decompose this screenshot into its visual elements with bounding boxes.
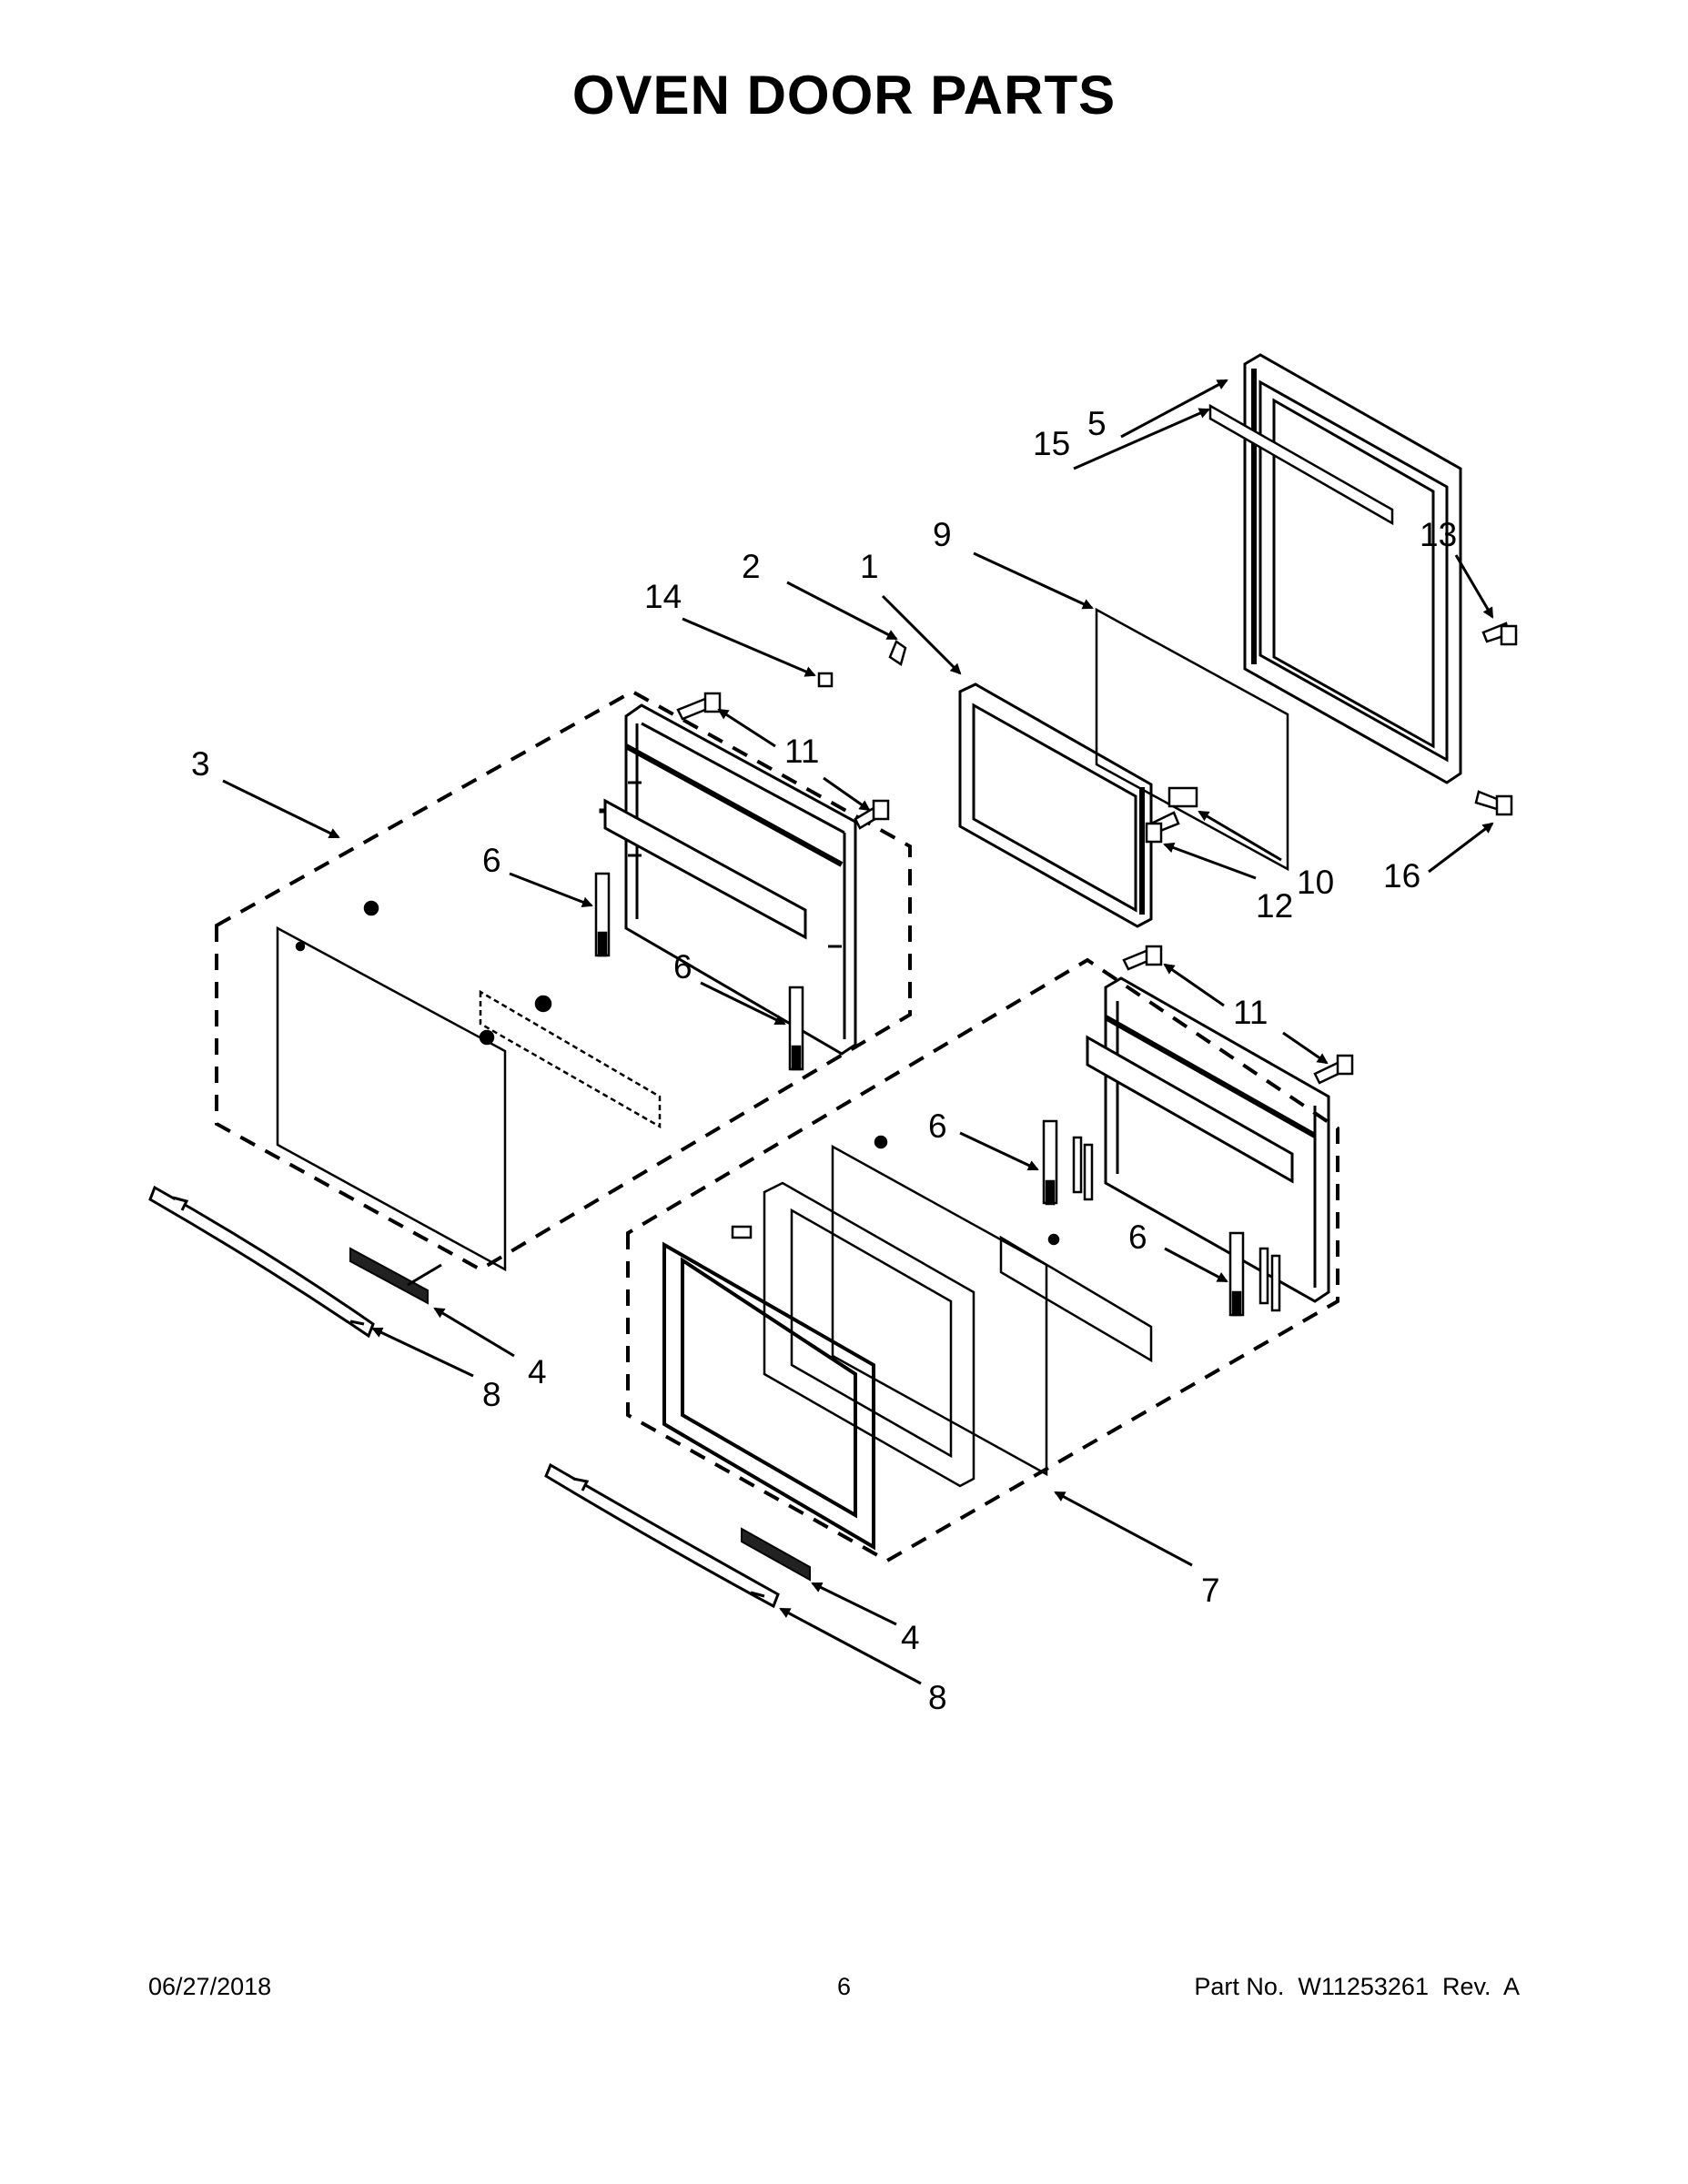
callout-6-upper-right: 6	[673, 948, 692, 986]
screw-lower-a	[1122, 945, 1163, 971]
screw-part-16	[1474, 790, 1513, 816]
handle-lower	[544, 1462, 780, 1609]
callout-13: 13	[1420, 516, 1457, 553]
outer-frame-part-5	[1243, 353, 1462, 784]
callout-5: 5	[1087, 405, 1107, 442]
inner-door-frame-upper	[599, 703, 857, 1056]
callout-9: 9	[933, 516, 952, 553]
page-title: OVEN DOOR PARTS	[571, 65, 1117, 126]
callout-6-lower-right: 6	[1128, 1218, 1147, 1256]
inner-door-frame-lower	[1086, 976, 1330, 1303]
callout-8-upper: 8	[482, 1376, 501, 1413]
callout-4-lower: 4	[901, 1619, 920, 1656]
callout-4-upper: 4	[528, 1353, 547, 1390]
footer-date: 06/27/2018	[148, 1973, 272, 2000]
outer-frame-lower	[662, 1241, 875, 1551]
inner-glass-lower	[831, 1135, 1153, 1477]
clip-part-14	[817, 672, 834, 688]
footer-part-number: Part No. W11253261 Rev. A	[1194, 1973, 1520, 2000]
screw-upper-b	[854, 799, 890, 830]
callout-14: 14	[644, 578, 682, 615]
bar-part-15	[1208, 403, 1394, 526]
inner-liner-lower	[731, 1181, 975, 1488]
badge-upper	[349, 1247, 429, 1305]
hinge-lower-left	[1042, 1119, 1094, 1206]
leader-lines	[222, 379, 1494, 1685]
callout-6-upper-left: 6	[482, 842, 501, 879]
callout-12: 12	[1256, 887, 1293, 925]
badge-lower	[741, 1527, 811, 1582]
handle-upper	[148, 1185, 375, 1339]
callout-3: 3	[191, 745, 210, 783]
door-frame-part-1	[958, 682, 1153, 928]
glass-part-9	[1095, 607, 1289, 872]
screw-part-13	[1481, 622, 1518, 646]
hinge-lower-right	[1228, 1231, 1281, 1317]
clip-part-10	[1167, 786, 1198, 808]
hinge-upper-left	[594, 872, 611, 957]
callout-1: 1	[860, 548, 879, 585]
callout-11-upper: 11	[784, 733, 819, 770]
screw-part-12	[1145, 811, 1180, 844]
callout-6-lower-left: 6	[928, 1107, 947, 1145]
screw-lower-b	[1313, 1054, 1354, 1085]
screw-upper-a	[676, 692, 722, 721]
footer-page-number: 6	[836, 1973, 852, 2000]
callout-8-lower: 8	[928, 1679, 947, 1716]
door-assembly-lower-boundary	[626, 957, 1339, 1563]
callout-10: 10	[1297, 864, 1334, 901]
outer-glass-upper	[276, 900, 662, 1272]
callout-7: 7	[1201, 1572, 1220, 1609]
callout-15: 15	[1033, 425, 1070, 462]
bracket-part-2	[888, 640, 907, 666]
callout-11-lower: 11	[1233, 994, 1268, 1031]
door-assembly-upper-boundary	[215, 689, 912, 1272]
callout-2: 2	[742, 548, 761, 585]
hinge-upper-right	[788, 986, 804, 1071]
callout-16: 16	[1383, 857, 1420, 895]
